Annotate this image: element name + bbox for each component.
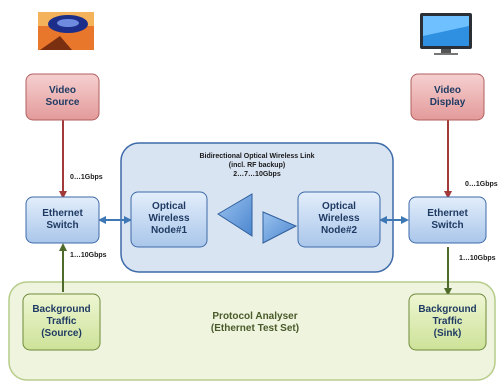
bg-source-box	[22, 293, 101, 351]
video-source-line2: Source	[45, 97, 80, 108]
rate-right-video: 0…1Gbps	[465, 181, 498, 188]
rate-left-bg: 1…10Gbps	[70, 252, 107, 259]
node1-label: Optical Wireless Node#1	[131, 201, 207, 237]
video-display-line2: Display	[429, 97, 466, 108]
analyser-line2: (Ethernet Test Set)	[210, 323, 300, 334]
beam-triangle-right	[262, 211, 298, 244]
switch-right-line1: Ethernet	[427, 208, 468, 219]
link-title-line1: Bidirectional Optical Wireless Link	[199, 153, 315, 160]
bg-source-label: Background Traffic (Source)	[23, 304, 100, 340]
video-source-line1: Video	[48, 85, 77, 96]
bg-sink-line2: Traffic	[432, 316, 463, 327]
video-display-icon	[420, 13, 472, 55]
analyser-panel	[8, 281, 496, 381]
analyser-label: Protocol Analyser (Ethernet Test Set)	[180, 311, 330, 335]
ethernet-switch-left-box	[25, 196, 100, 244]
node1-line3: Node#1	[150, 225, 188, 236]
node2-line1: Optical	[322, 201, 356, 212]
video-display-line1: Video	[433, 85, 462, 96]
node1-box	[130, 191, 208, 248]
rate-right-bg: 1…10Gbps	[459, 255, 496, 262]
video-source-box	[25, 73, 100, 121]
video-display-label: Video Display	[411, 85, 484, 109]
link-title: Bidirectional Optical Wireless Link (inc…	[160, 152, 354, 179]
node2-box	[297, 191, 381, 248]
ethernet-switch-right-box	[408, 196, 487, 244]
node2-label: Optical Wireless Node#2	[298, 201, 380, 237]
link-rates: 2…7…10Gbps	[233, 171, 281, 178]
switch-left-line1: Ethernet	[42, 208, 83, 219]
analyser-line1: Protocol Analyser	[212, 311, 298, 322]
bg-source-line1: Background	[32, 304, 91, 315]
node1-line1: Optical	[152, 201, 186, 212]
node1-line2: Wireless	[148, 213, 190, 224]
bg-source-line3: (Source)	[41, 328, 82, 339]
switch-left-line2: Switch	[46, 220, 79, 231]
video-source-icon	[38, 12, 94, 50]
bg-sink-label: Background Traffic (Sink)	[409, 304, 486, 340]
video-display-box	[410, 73, 485, 121]
ethernet-switch-right-label: Ethernet Switch	[409, 208, 486, 232]
bg-sink-line1: Background	[418, 304, 477, 315]
node2-line3: Node#2	[320, 225, 358, 236]
bg-sink-box	[408, 293, 487, 351]
ethernet-switch-left-label: Ethernet Switch	[26, 208, 99, 232]
link-title-line2: (incl. RF backup)	[228, 162, 286, 169]
node2-line2: Wireless	[318, 213, 360, 224]
bg-sink-line3: (Sink)	[433, 328, 462, 339]
bg-source-line2: Traffic	[46, 316, 77, 327]
beam-triangle-left	[217, 193, 253, 237]
switch-right-line2: Switch	[431, 220, 464, 231]
video-source-label: Video Source	[26, 85, 99, 109]
rate-left-video: 0…1Gbps	[70, 174, 103, 181]
